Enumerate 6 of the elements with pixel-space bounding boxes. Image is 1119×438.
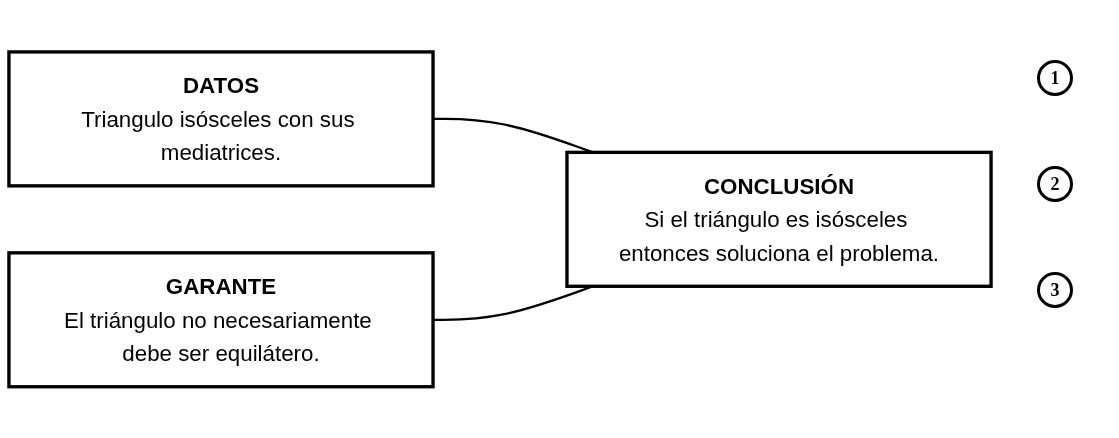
node-box: DATOS Triangulo isósceles con sus mediatrices. (7, 49, 435, 188)
node-box: CONCLUSIÓN Si el triángulo es isósceles entonces soluciona el problema. (565, 150, 993, 288)
callout-number: 1 (1037, 60, 1073, 96)
callout-number: 3 (1037, 272, 1073, 308)
callout-number: 2 (1037, 166, 1073, 202)
node-box: GARANTE El triángulo no necesariamente debe ser equilátero. (7, 250, 435, 389)
